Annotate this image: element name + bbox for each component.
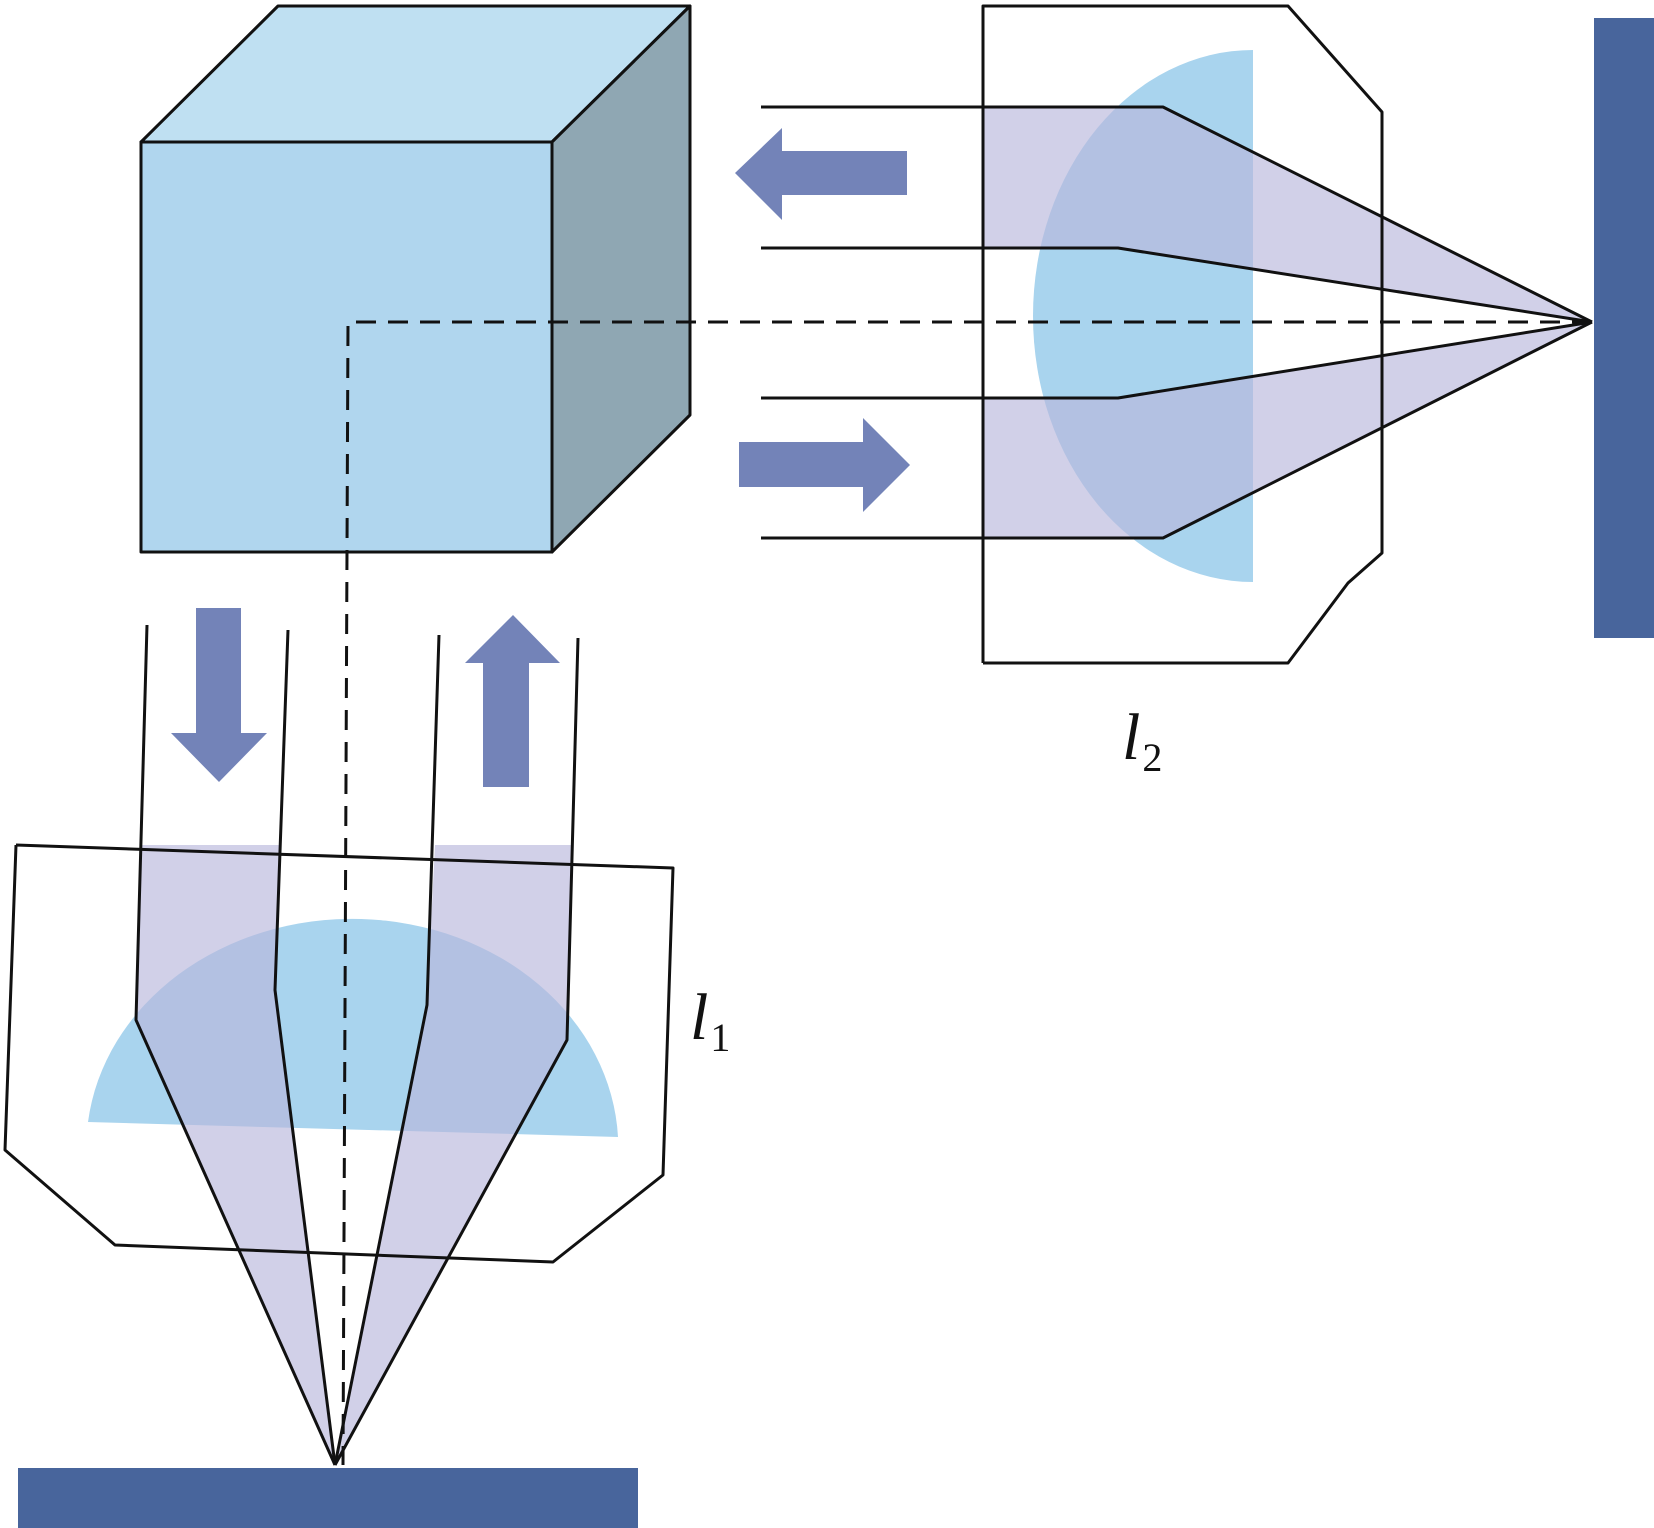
lens-label-l1-sub: 1 [710, 1015, 731, 1060]
direction-arrows [171, 128, 910, 787]
rays-l1 [134, 624, 580, 1466]
ray-l1-3 [333, 634, 441, 1466]
ray-l2-4 [761, 320, 1593, 540]
lens-label-l2: l2 [1122, 705, 1162, 778]
beam-cone-l1-left [136, 845, 335, 1465]
lens-label-l1-main: l [690, 981, 709, 1054]
beam-cone-l2-upper [983, 107, 1592, 322]
beam-splitter-cube [139, 4, 692, 554]
ray-l2-1 [761, 105, 1593, 324]
arrow-up-icon [465, 615, 560, 787]
lens-l2-housing [981, 4, 1384, 665]
arrow-left-icon [735, 128, 907, 220]
target-plate-right [1594, 18, 1654, 638]
objective-lens-l1 [3, 843, 675, 1465]
lens-label-l2-sub: 2 [1142, 735, 1163, 780]
ray-l2-2 [761, 246, 1593, 324]
lens-l1-housing [3, 843, 675, 1264]
cube-front-face [139, 140, 554, 554]
ray-l2-3 [761, 320, 1593, 400]
rays-l2 [761, 105, 1593, 540]
ray-l1-1 [134, 624, 337, 1466]
ray-l1-4 [333, 637, 580, 1466]
beam-cone-l1-right [335, 845, 573, 1465]
ray-l1-2 [273, 629, 337, 1466]
beam-cone-l2-lower [983, 322, 1592, 538]
lens-label-l2-main: l [1122, 701, 1141, 774]
target-plate-bottom [18, 1468, 638, 1528]
objective-lens-l2 [981, 4, 1592, 665]
arrow-right-icon [739, 418, 910, 512]
lens-label-l1: l1 [690, 985, 730, 1058]
arrow-down-icon [171, 608, 267, 782]
